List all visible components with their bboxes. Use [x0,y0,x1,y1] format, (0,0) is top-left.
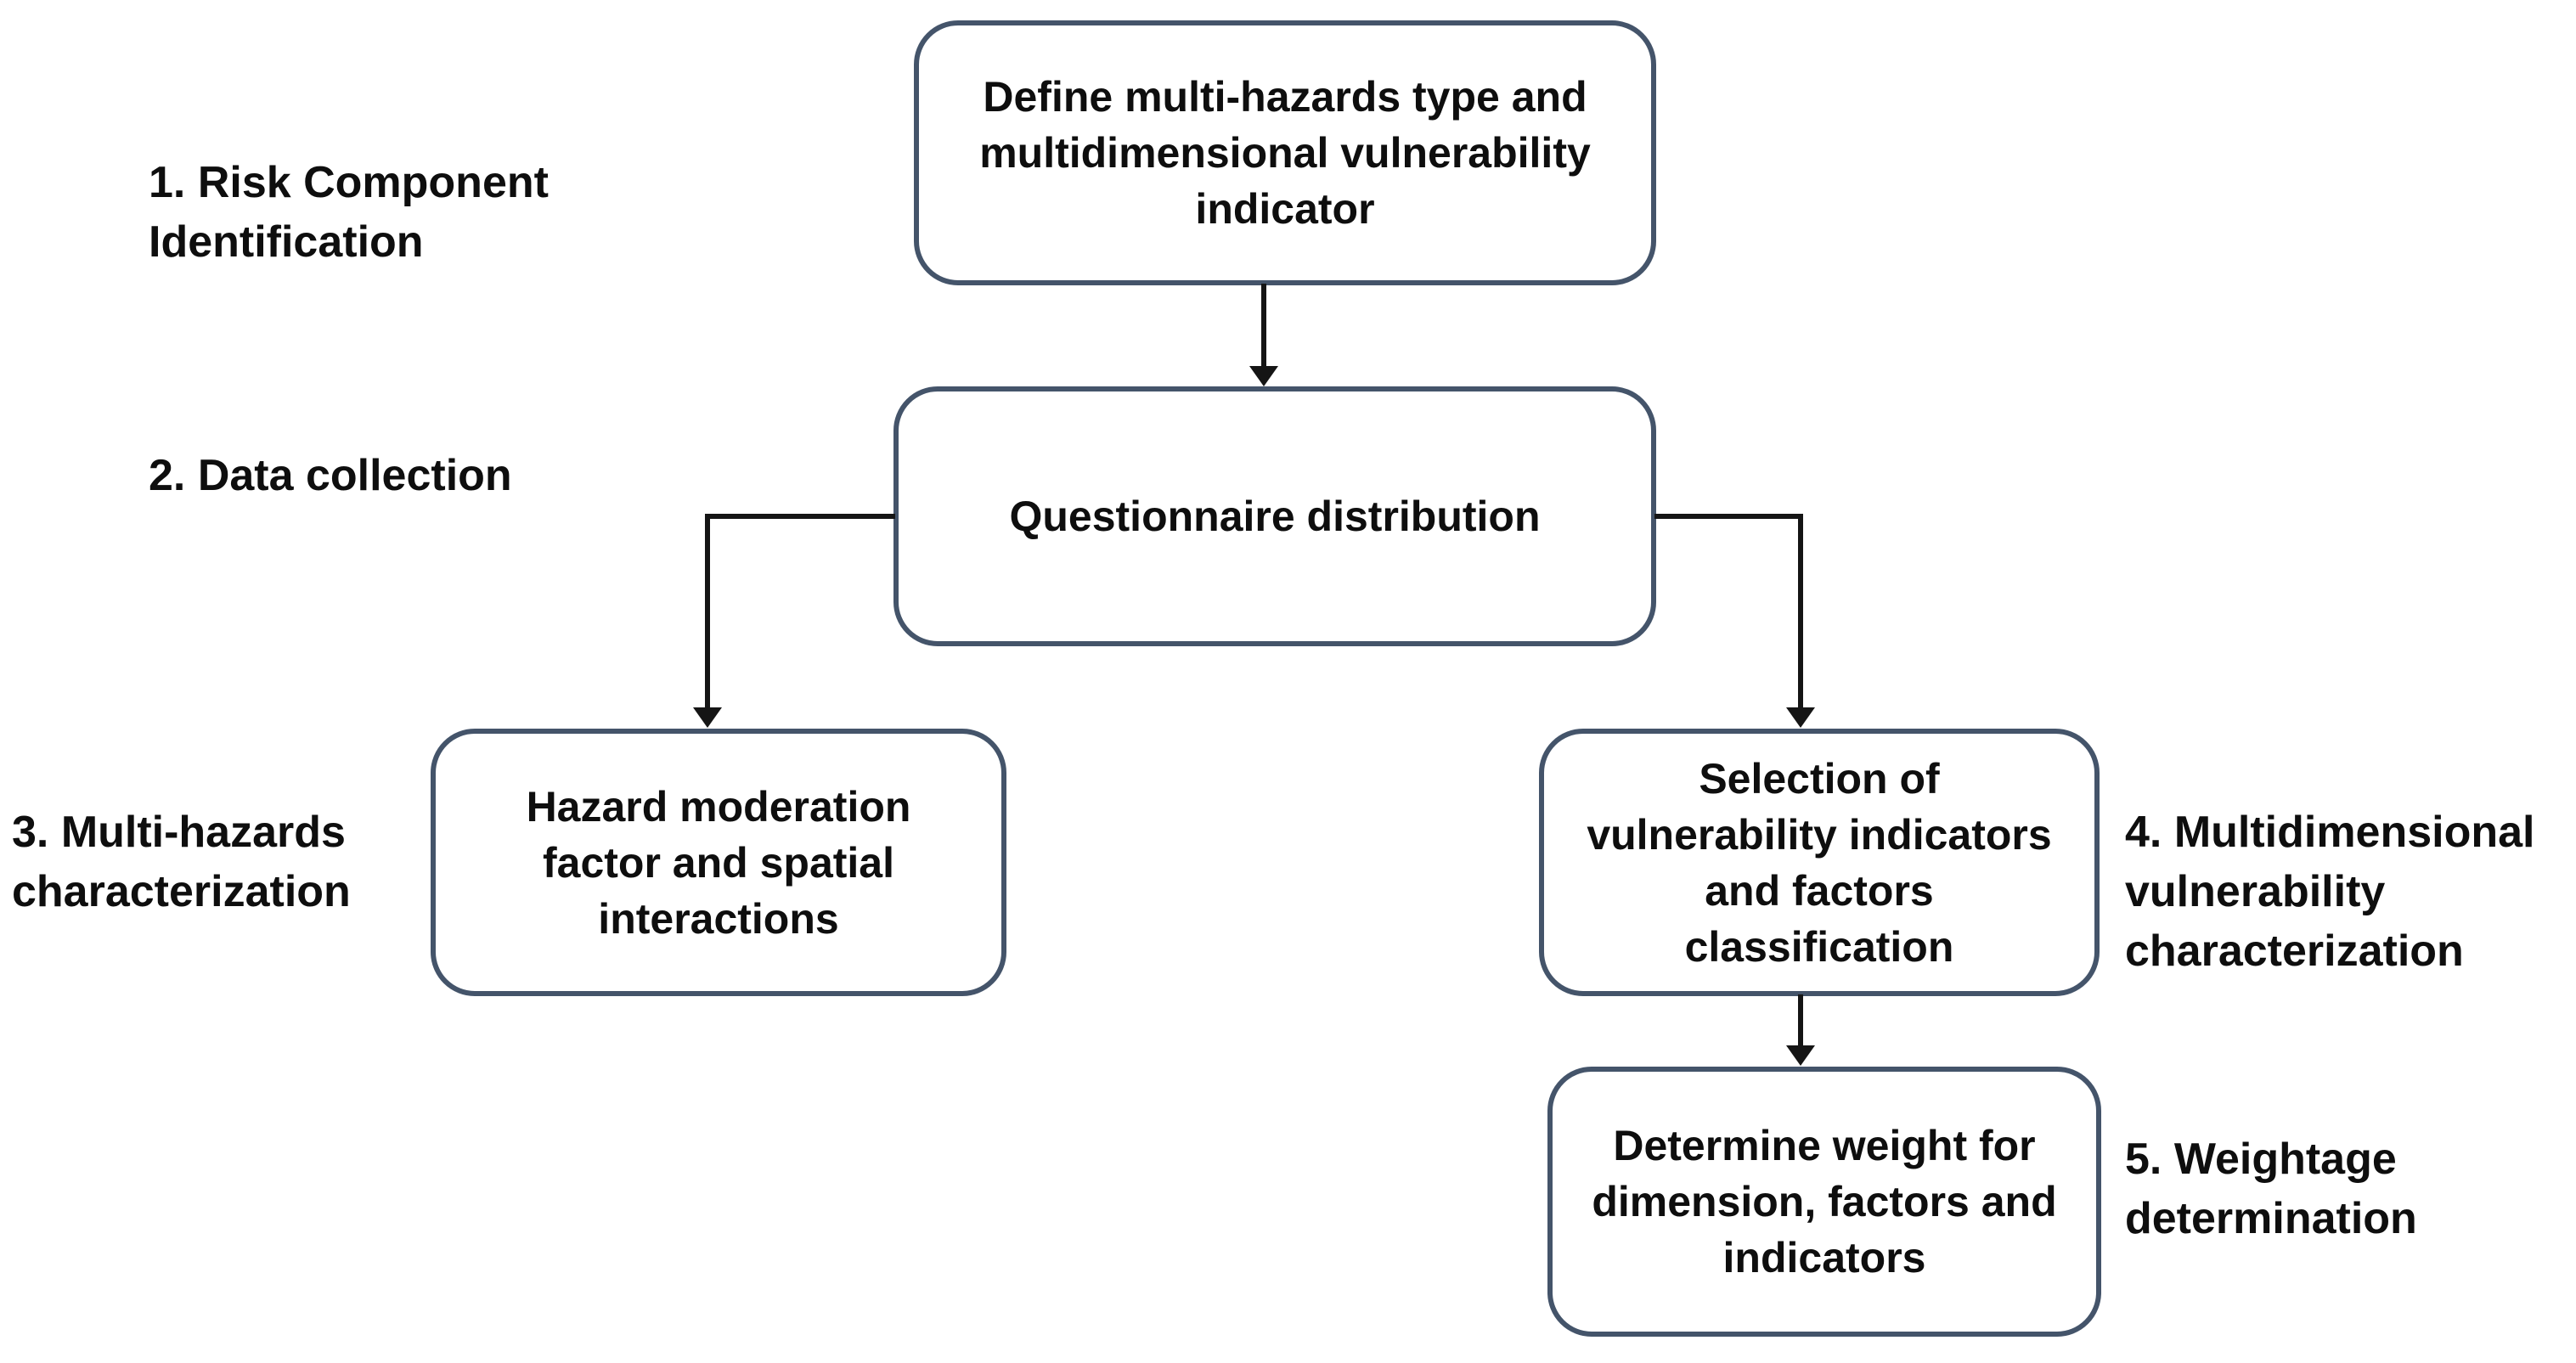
stage-label-weightage-determination: 5. Weightage determination [2125,1129,2550,1248]
stage-label-line: 5. Weightage [2125,1135,2397,1184]
box-text-line: Define multi-hazards type and [983,73,1587,121]
box-text-line: classification [1684,922,1954,971]
stage-label-line: Identification [149,217,424,268]
box-text-line: vulnerability indicators [1587,810,2052,859]
stage-label-multidimensional-vulnerability-characterization: 4. Multidimensional vulnerability charac… [2125,803,2576,982]
connector-questionnaire-to-hazard [705,514,710,709]
box-selection-vulnerability-indicators: Selection of vulnerability indicators an… [1539,729,2100,996]
box-text-line: factor and spatial [543,838,894,887]
connector-questionnaire-left-horizontal [705,514,895,519]
stage-label-risk-component-identification: 1. Risk Component Identification [149,153,624,272]
box-text: Hazard moderation factor and spatial int… [436,779,1001,947]
stage-label-line: vulnerability [2125,867,2386,917]
stage-label-line: 2. Data collection [149,451,512,500]
stage-label-multi-hazards-characterization: 3. Multi-hazards characterization [12,803,437,921]
box-define-multi-hazards: Define multi-hazards type and multidimen… [914,20,1656,285]
arrowhead-down-icon [693,707,722,728]
box-text-line: interactions [598,894,839,943]
connector-selection-to-weight [1798,994,1803,1047]
connector-define-to-questionnaire [1261,284,1266,369]
stage-label-line: 3. Multi-hazards [12,808,346,857]
box-text: Questionnaire distribution [899,488,1651,544]
stage-label-line: characterization [2125,927,2464,977]
box-text-line: Determine weight for [1613,1122,2036,1169]
box-text-line: indicator [1195,185,1375,233]
box-determine-weight: Determine weight for dimension, factors … [1547,1067,2101,1337]
arrowhead-down-icon [1786,1045,1815,1066]
box-text: Determine weight for dimension, factors … [1553,1118,2096,1286]
stage-label-line: characterization [12,867,351,917]
box-text-line: multidimensional vulnerability [979,129,1591,177]
box-hazard-moderation: Hazard moderation factor and spatial int… [431,729,1006,996]
stage-label-data-collection: 2. Data collection [149,446,675,505]
box-text-line: Selection of [1699,754,1940,803]
box-text: Selection of vulnerability indicators an… [1544,751,2094,975]
stage-label-line: 4. Multidimensional [2125,808,2535,857]
box-questionnaire-distribution: Questionnaire distribution [893,386,1656,646]
stage-label-line: determination [2125,1194,2417,1244]
box-text-line: indicators [1722,1234,1926,1281]
stage-label-line: 1. Risk Component [149,158,549,207]
box-text-line: and factors [1705,866,1934,915]
box-text-line: dimension, factors and [1592,1178,2057,1225]
box-text-line: Hazard moderation [526,782,911,831]
connector-questionnaire-right-horizontal [1654,514,1803,519]
box-text-line: Questionnaire distribution [1009,493,1541,540]
arrowhead-down-icon [1249,366,1278,386]
connector-questionnaire-to-selection [1798,514,1803,709]
box-text: Define multi-hazards type and multidimen… [919,69,1651,237]
arrowhead-down-icon [1786,707,1815,728]
